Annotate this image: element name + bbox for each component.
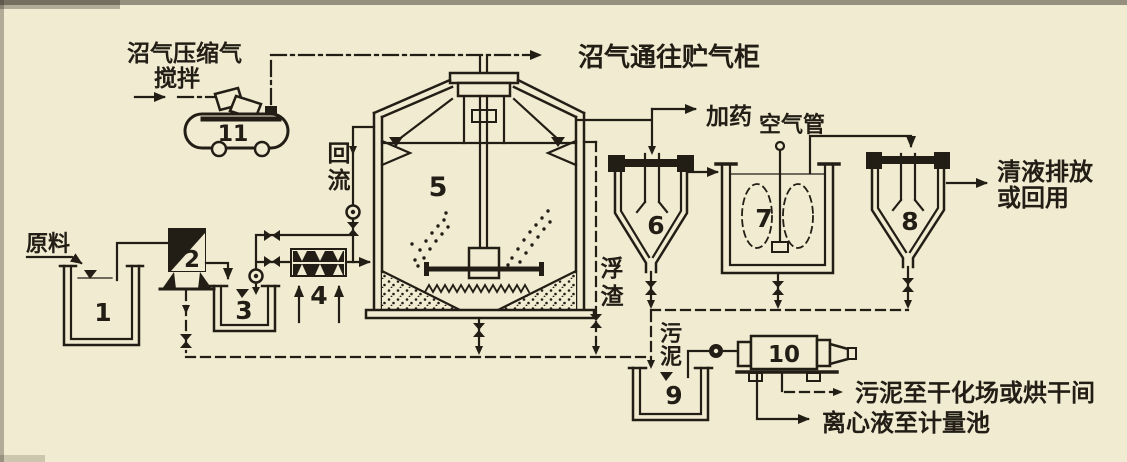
raw-material-tank-1: 原料 1 [25, 232, 169, 347]
tank1-number-label: 1 [94, 298, 111, 327]
gas-bubbles-left [410, 211, 450, 268]
clarifier8-number-label: 8 [901, 207, 918, 236]
scum-label-char1: 浮 [601, 255, 624, 282]
pump2-number-label: 2 [184, 247, 200, 273]
biogas-compressor-11: 沼气压缩气 搅拌 11 [127, 40, 290, 158]
digester-number-label: 5 [429, 172, 448, 203]
sludge-label-char2: 泥 [660, 345, 682, 370]
clarifier-8: 8 清液排放 或回用 [866, 152, 1094, 309]
biogas-gas-line: 沼气通往贮气柜 [269, 42, 760, 106]
compressor-number-label: 11 [218, 122, 249, 147]
grinder-pump-2: 2 [158, 228, 233, 354]
exchanger-number-label: 4 [310, 281, 327, 310]
digester-5: 5 [364, 71, 596, 355]
stirring-label: 搅拌 [154, 65, 200, 92]
clarifier6-number-label: 6 [647, 211, 664, 240]
aeration-number-label: 7 [755, 204, 772, 233]
biogas-to-gas-holder-label: 沼气通往贮气柜 [578, 42, 760, 73]
mixing-tank-3: 3 [208, 284, 281, 333]
raw-material-label: 原料 [26, 232, 70, 257]
scum-label-char2: 渣 [601, 284, 625, 310]
heat-exchanger-4: 4 [290, 248, 347, 324]
reflux-label-char1: 回 [328, 141, 351, 167]
sludge-tank-9: 9 [627, 344, 741, 422]
centrate-to-metering-label: 离心液至计量池 [822, 409, 990, 437]
or-reuse-label: 或回用 [997, 184, 1069, 212]
centrifuge-number-label: 10 [768, 342, 800, 368]
centrifuge-10: 10 污泥至干化场或烘干间 离心液至计量池 [735, 334, 1095, 437]
scum-line: 浮 渣 [582, 140, 625, 355]
tank3-number-label: 3 [235, 296, 252, 325]
clarifier-6: 6 污 泥 [608, 152, 719, 370]
effluent-dosing-line: 加药 [575, 104, 752, 155]
tank9-number-label: 9 [665, 381, 682, 410]
air-pipe-label: 空气管 [759, 112, 825, 138]
feed-and-reflux-piping: 回 流 [248, 125, 376, 295]
sludge-label-char1: 污 [660, 322, 682, 347]
sludge-collector-lines [184, 308, 910, 359]
reflux-label-char2: 流 [328, 167, 351, 194]
effluent-discharge-label: 清液排放 [997, 158, 1094, 186]
aeration-tank-7: 7 空气管 [714, 112, 916, 309]
sludge-to-drying-label: 污泥至干化场或烘干间 [855, 379, 1095, 407]
dosing-label: 加药 [705, 104, 752, 130]
gas-bubbles-right [506, 209, 552, 267]
biogas-compressed-gas-label: 沼气压缩气 [127, 40, 242, 67]
